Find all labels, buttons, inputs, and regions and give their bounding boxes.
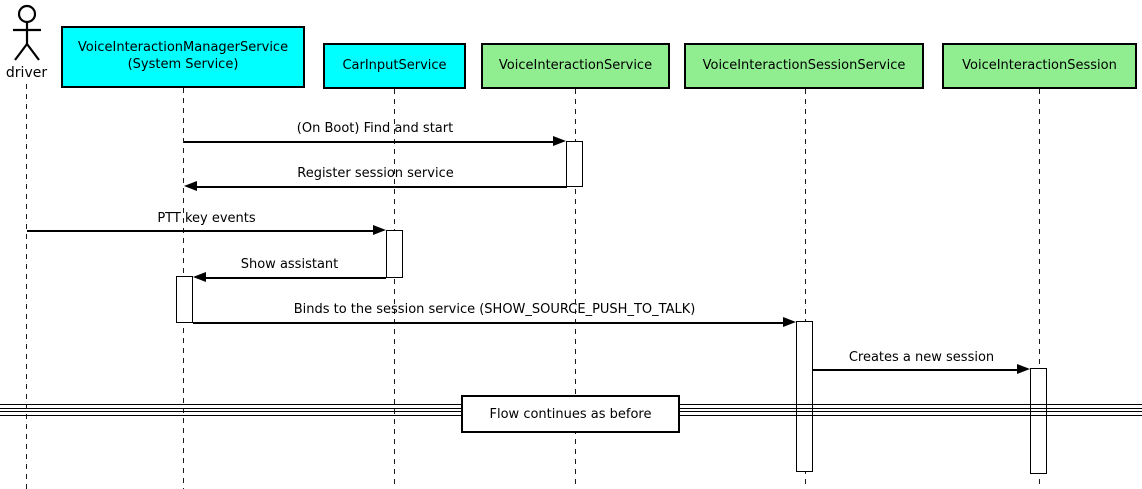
arrowhead-left-icon (193, 272, 206, 282)
lifeline-driver (26, 84, 28, 489)
message-label-creates-new-session: Creates a new session (848, 350, 995, 365)
participant-voiceinteractionservice: VoiceInteractionService (481, 43, 670, 89)
activation-voiceinteractionmanagerservice (176, 276, 193, 323)
message-label-ptt-key-events: PTT key events (157, 211, 256, 226)
message-line (193, 322, 784, 324)
message-line (184, 141, 554, 143)
message-line (205, 277, 386, 279)
actor-driver: driver (0, 4, 53, 81)
participant-label: CarInputService (342, 57, 447, 73)
participant-label: VoiceInteractionSessionService (702, 57, 906, 73)
message-label-register-session-service: Register session service (297, 166, 454, 181)
arrowhead-right-icon (1017, 364, 1030, 374)
actor-label: driver (5, 65, 48, 81)
participant-voiceinteractionsessionservice: VoiceInteractionSessionService (684, 43, 924, 89)
activation-carinputservice (386, 230, 403, 278)
arrowhead-right-icon (373, 225, 386, 235)
activation-voiceinteractionsession (1030, 368, 1047, 474)
participant-label: VoiceInteractionService (498, 57, 653, 73)
person-icon (12, 4, 41, 61)
participant-label: VoiceInteractionSession (962, 57, 1117, 73)
message-label-show-assistant: Show assistant (240, 257, 339, 272)
participant-carinputservice: CarInputService (323, 43, 466, 89)
activation-voiceinteractionservice (566, 141, 583, 187)
participant-label: VoiceInteractionManagerService (System S… (77, 40, 289, 72)
lifeline-voiceinteractionservice (575, 89, 577, 489)
message-label-find-and-start: (On Boot) Find and start (296, 121, 454, 136)
lifeline-carinputservice (394, 89, 396, 489)
divider-label: Flow continues as before (489, 406, 652, 422)
message-line (813, 369, 1018, 371)
divider-label-box: Flow continues as before (461, 395, 680, 433)
lifeline-voiceinteractionsession (1039, 89, 1041, 489)
arrowhead-right-icon (553, 136, 566, 146)
arrowhead-left-icon (184, 181, 197, 191)
message-line (27, 230, 374, 232)
message-line (196, 186, 567, 188)
lifeline-voiceinteractionsessionservice (805, 89, 807, 489)
activation-voiceinteractionsessionservice (796, 321, 813, 472)
message-label-binds-to-session-service: Binds to the session service (SHOW_SOURC… (293, 302, 696, 317)
arrowhead-right-icon (783, 317, 796, 327)
participant-voiceinteractionsession: VoiceInteractionSession (942, 43, 1137, 89)
participant-voiceinteractionmanagerservice: VoiceInteractionManagerService (System S… (61, 26, 305, 88)
